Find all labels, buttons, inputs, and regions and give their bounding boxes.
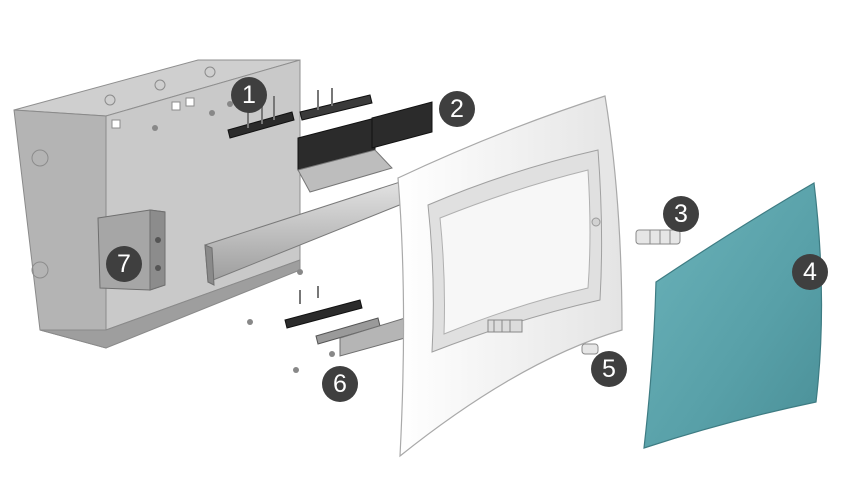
callout-1: 1 bbox=[231, 77, 267, 113]
box-slot bbox=[111, 119, 121, 129]
hinge-spring bbox=[635, 229, 681, 245]
knockout-hole bbox=[31, 261, 49, 279]
spring-screw bbox=[487, 319, 523, 333]
front-frame bbox=[397, 95, 623, 458]
callout-6: 6 bbox=[322, 366, 358, 402]
callout-5: 5 bbox=[591, 351, 627, 387]
callout-7: 7 bbox=[106, 246, 142, 282]
hinge-pin bbox=[581, 343, 599, 355]
box-front-left-wall bbox=[13, 109, 107, 349]
knockout-hole bbox=[154, 79, 166, 91]
knockout-hole bbox=[104, 94, 116, 106]
box-slot bbox=[171, 101, 181, 111]
knockout-hole bbox=[204, 66, 216, 78]
knockout-hole bbox=[31, 149, 49, 167]
box-slot bbox=[185, 97, 195, 107]
terminal-block-upper bbox=[297, 101, 433, 193]
cover-door bbox=[643, 182, 823, 449]
box-bottom-wall bbox=[39, 259, 301, 349]
callout-3: 3 bbox=[663, 196, 699, 232]
callout-4: 4 bbox=[792, 254, 828, 290]
busbar-lower bbox=[247, 269, 406, 373]
callout-2: 2 bbox=[439, 91, 475, 127]
